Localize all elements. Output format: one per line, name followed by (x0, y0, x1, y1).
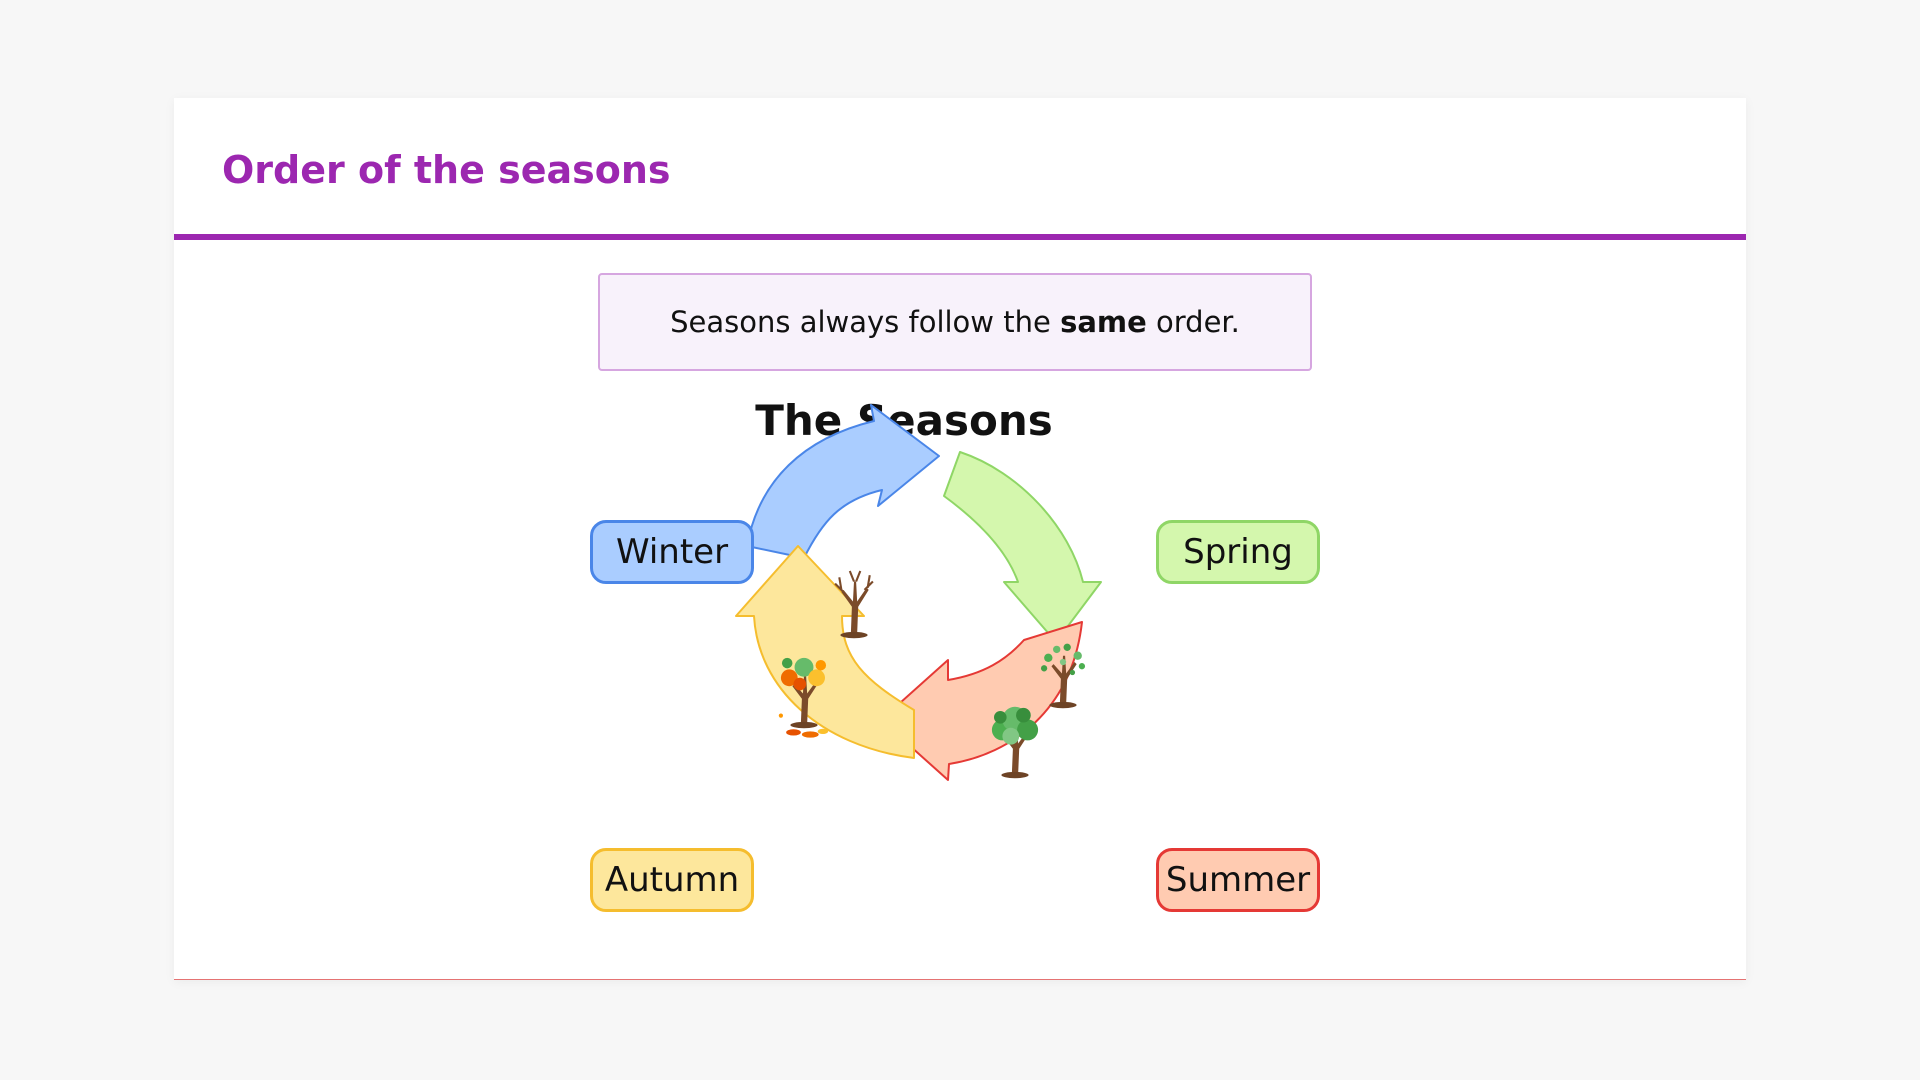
winter-label: Winter (590, 520, 754, 584)
slide-card: Order of the seasons Seasons always foll… (174, 98, 1746, 980)
callout-text-end: order. (1146, 305, 1240, 339)
callout-emphasis: same (1060, 305, 1147, 339)
autumn-label-text: Autumn (604, 860, 740, 900)
card-bottom-border (174, 979, 1746, 980)
spring-label: Spring (1156, 520, 1320, 584)
autumn-label: Autumn (590, 848, 754, 912)
seasons-cycle-diagram (735, 404, 1102, 781)
winter-label-text: Winter (615, 532, 729, 572)
summer-label: Summer (1156, 848, 1320, 912)
spring-label-text: Spring (1183, 532, 1293, 572)
spring-tree-icon (1040, 643, 1086, 709)
summer-label-text: Summer (1165, 860, 1311, 900)
winter-arrow (746, 404, 940, 559)
autumn-arrow (735, 545, 915, 759)
summer-tree-icon (991, 706, 1039, 779)
autumn-tree-icon (778, 657, 829, 738)
callout-text-start: Seasons always follow the (670, 305, 1061, 339)
slide-title: Order of the seasons (222, 148, 671, 192)
key-fact-callout: Seasons always follow the same order. (598, 273, 1312, 371)
spring-arrow (943, 451, 1102, 643)
slide-header: Order of the seasons (174, 98, 1746, 240)
